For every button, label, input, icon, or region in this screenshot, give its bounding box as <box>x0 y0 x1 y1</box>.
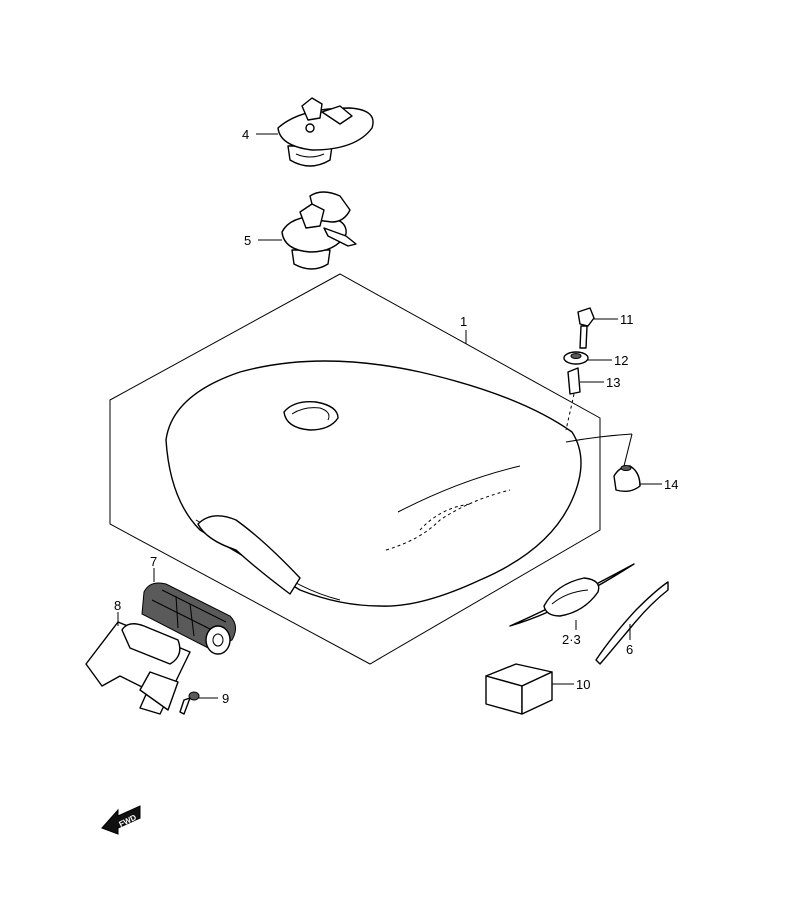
part-2-3-emblem <box>509 563 635 630</box>
label-part-8: 8 <box>114 598 121 613</box>
part-6-trim <box>595 581 669 665</box>
label-part-9: 9 <box>222 691 229 706</box>
part-13-collar <box>565 367 604 431</box>
label-part-11: 11 <box>620 312 634 327</box>
label-part-10: 10 <box>576 677 590 692</box>
part-12-cushion <box>563 351 612 365</box>
label-part-12: 12 <box>614 353 628 368</box>
label-part-4: 4 <box>242 127 249 142</box>
part-1-fuel-tank <box>109 273 633 665</box>
label-part-2-3: 2·3 <box>562 632 581 647</box>
label-part-6: 6 <box>626 642 633 657</box>
part-4-fuel-cap <box>256 97 374 167</box>
part-11-bolt <box>577 307 618 349</box>
part-5-fuel-cap-key <box>258 191 357 270</box>
part-7-cushion <box>141 568 236 655</box>
fwd-arrow-icon: FWD <box>101 805 141 835</box>
label-part-5: 5 <box>244 233 251 248</box>
label-part-1: 1 <box>460 314 467 329</box>
label-part-14: 14 <box>664 477 678 492</box>
part-8-bracket <box>85 612 191 715</box>
part-9-screw <box>179 691 218 715</box>
part-14-cushion <box>613 433 662 493</box>
label-part-13: 13 <box>606 375 620 390</box>
part-10-block <box>485 663 574 715</box>
label-part-7: 7 <box>150 554 157 569</box>
